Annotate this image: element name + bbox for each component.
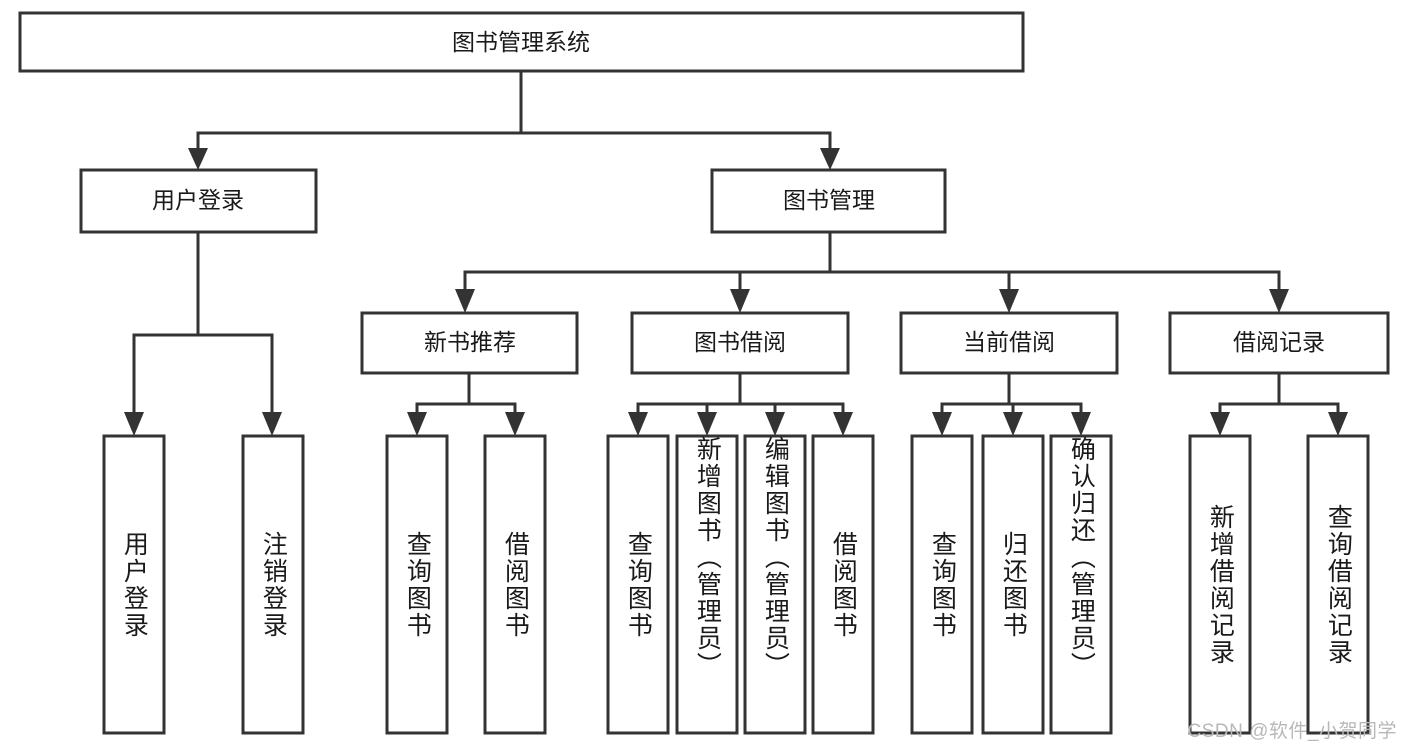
- arrowhead-leaf-add-record: [1210, 412, 1230, 436]
- arrowhead-new-book-rec: [455, 289, 475, 313]
- node-book-management[interactable]: 图书管理: [710, 168, 947, 234]
- leaf-rect-user-login[interactable]: [102, 434, 166, 735]
- leaf-rect-add-record[interactable]: [1188, 434, 1252, 735]
- node-root[interactable]: 图书管理系统: [18, 11, 1025, 73]
- arrowhead-leaf-add-book: [697, 412, 717, 436]
- arrowhead-user-login: [188, 148, 208, 170]
- leaf-rect-return-book[interactable]: [981, 434, 1045, 735]
- node-new-book-recommend[interactable]: 新书推荐: [360, 311, 579, 375]
- arrowhead-leaf-query-book-3: [932, 412, 952, 436]
- node-user-login[interactable]: 用户登录: [79, 168, 318, 234]
- arrowhead-leaf-user-login: [124, 412, 144, 436]
- node-new-book-recommend-label: 新书推荐: [424, 329, 516, 355]
- arrowhead-leaf-query-book-2: [628, 412, 648, 436]
- watermark-text: CSDN @软件_小贺同学: [1187, 721, 1397, 742]
- leaf-rect-query-book-3[interactable]: [910, 434, 974, 735]
- leaf-rect-query-record[interactable]: [1306, 434, 1370, 735]
- leaf-rect-query-book-1[interactable]: [385, 434, 449, 735]
- arrowhead-leaf-edit-book: [765, 412, 785, 436]
- arrowhead-leaf-return-book: [1003, 412, 1023, 436]
- arrowhead-current-borrow: [999, 289, 1019, 313]
- leaf-rect-confirm-return[interactable]: [1049, 434, 1113, 735]
- arrowhead-leaf-confirm-return: [1071, 412, 1091, 436]
- arrowhead-leaf-logout: [262, 412, 282, 436]
- arrowhead-leaf-borrow-book-1: [505, 412, 525, 436]
- node-book-management-label: 图书管理: [783, 187, 875, 213]
- node-user-login-label: 用户登录: [152, 187, 244, 213]
- node-borrow-record[interactable]: 借阅记录: [1168, 311, 1390, 375]
- arrowhead-book-mgmt: [820, 148, 840, 170]
- leaf-rect-logout[interactable]: [241, 434, 305, 735]
- connector-group: [124, 69, 1348, 436]
- node-root-label: 图书管理系统: [452, 29, 590, 55]
- arrowhead-leaf-query-record: [1328, 412, 1348, 436]
- leaf-rect-query-book-2[interactable]: [606, 434, 670, 735]
- node-current-borrow-label: 当前借阅: [963, 329, 1055, 355]
- node-borrow-record-label: 借阅记录: [1233, 329, 1325, 355]
- arrowhead-borrow-record: [1269, 289, 1289, 313]
- leaf-rect-group: [102, 434, 1370, 735]
- arrowhead-book-borrow: [730, 289, 750, 313]
- node-current-borrow[interactable]: 当前借阅: [899, 311, 1119, 375]
- arrowhead-leaf-query-book-1: [407, 412, 427, 436]
- leaf-rect-edit-book[interactable]: [743, 434, 807, 735]
- leaf-rect-borrow-book-1[interactable]: [483, 434, 547, 735]
- node-book-borrow-label: 图书借阅: [694, 329, 786, 355]
- node-book-borrow[interactable]: 图书借阅: [630, 311, 850, 375]
- leaf-rect-add-book[interactable]: [675, 434, 739, 735]
- arrowhead-leaf-borrow-book-2: [833, 412, 853, 436]
- leaf-rect-borrow-book-2[interactable]: [811, 434, 875, 735]
